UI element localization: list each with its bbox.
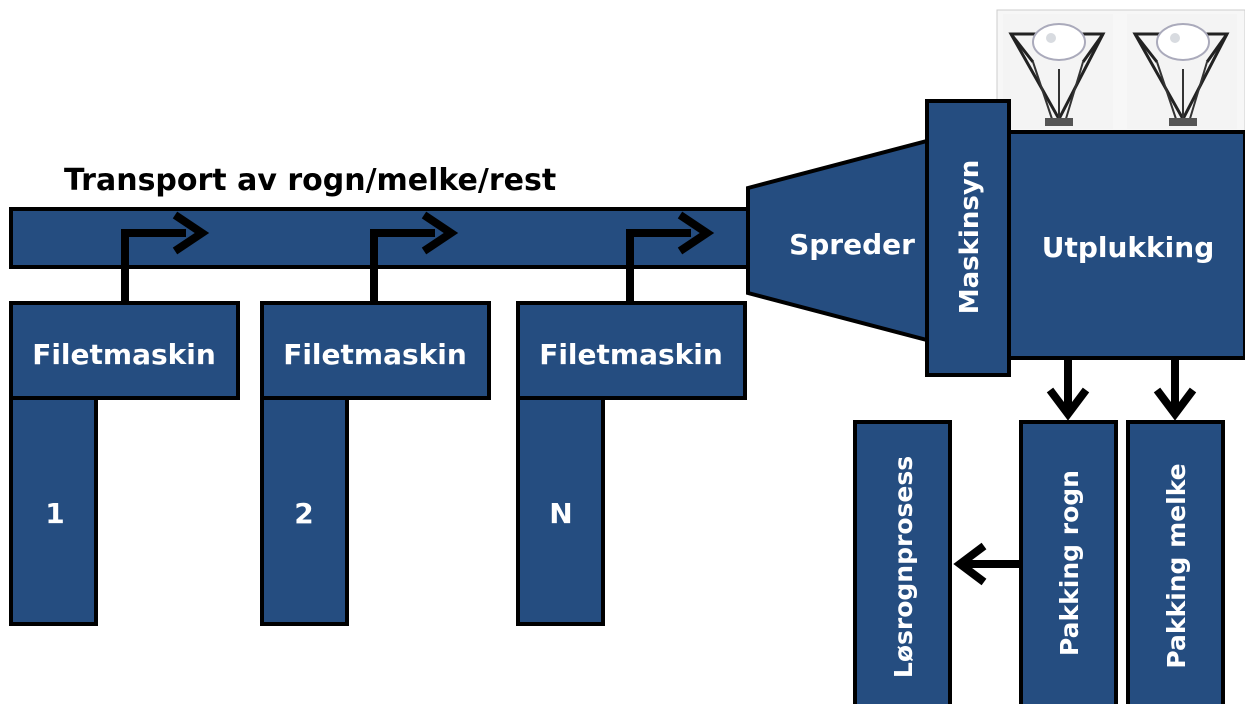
machine-2-box	[260, 301, 491, 400]
machine-1-arrow	[121, 211, 210, 303]
picking-label: Utplukking	[1042, 231, 1215, 264]
vision-label: Maskinsyn	[955, 160, 985, 315]
machine-1-box	[9, 301, 240, 400]
machine-n-id: N	[549, 497, 572, 530]
machine-1-id: 1	[45, 497, 64, 530]
machine-n-label: Filetmaskin	[539, 338, 723, 371]
machine-n-column	[516, 396, 605, 626]
packing-milt-label: Pakking melke	[1162, 463, 1191, 668]
packing-roe-label: Pakking rogn	[1055, 470, 1084, 656]
loose-roe-box	[853, 420, 952, 704]
packing-roe-box	[1019, 420, 1118, 704]
machine-2-label: Filetmaskin	[283, 338, 467, 371]
machine-n-arrow	[626, 211, 715, 303]
spreader-label: Spreder	[789, 228, 915, 261]
machine-2-column	[260, 396, 349, 626]
transport-title: Transport av rogn/melke/rest	[64, 163, 556, 198]
picking-to-milt-arrow	[1153, 358, 1197, 421]
conveyor-belt	[9, 207, 750, 269]
picking-to-roe-arrow	[1046, 358, 1090, 421]
loose-roe-label: Løsrognprosess	[889, 456, 918, 678]
machine-2-id: 2	[294, 497, 313, 530]
picking-box	[1006, 130, 1245, 360]
machine-1-label: Filetmaskin	[32, 338, 216, 371]
roe-to-loose-roe-arrow	[953, 542, 1021, 586]
vision-box	[925, 99, 1011, 377]
robot-image	[996, 9, 1245, 135]
machine-2-arrow	[370, 211, 459, 303]
packing-milt-box	[1126, 420, 1225, 704]
